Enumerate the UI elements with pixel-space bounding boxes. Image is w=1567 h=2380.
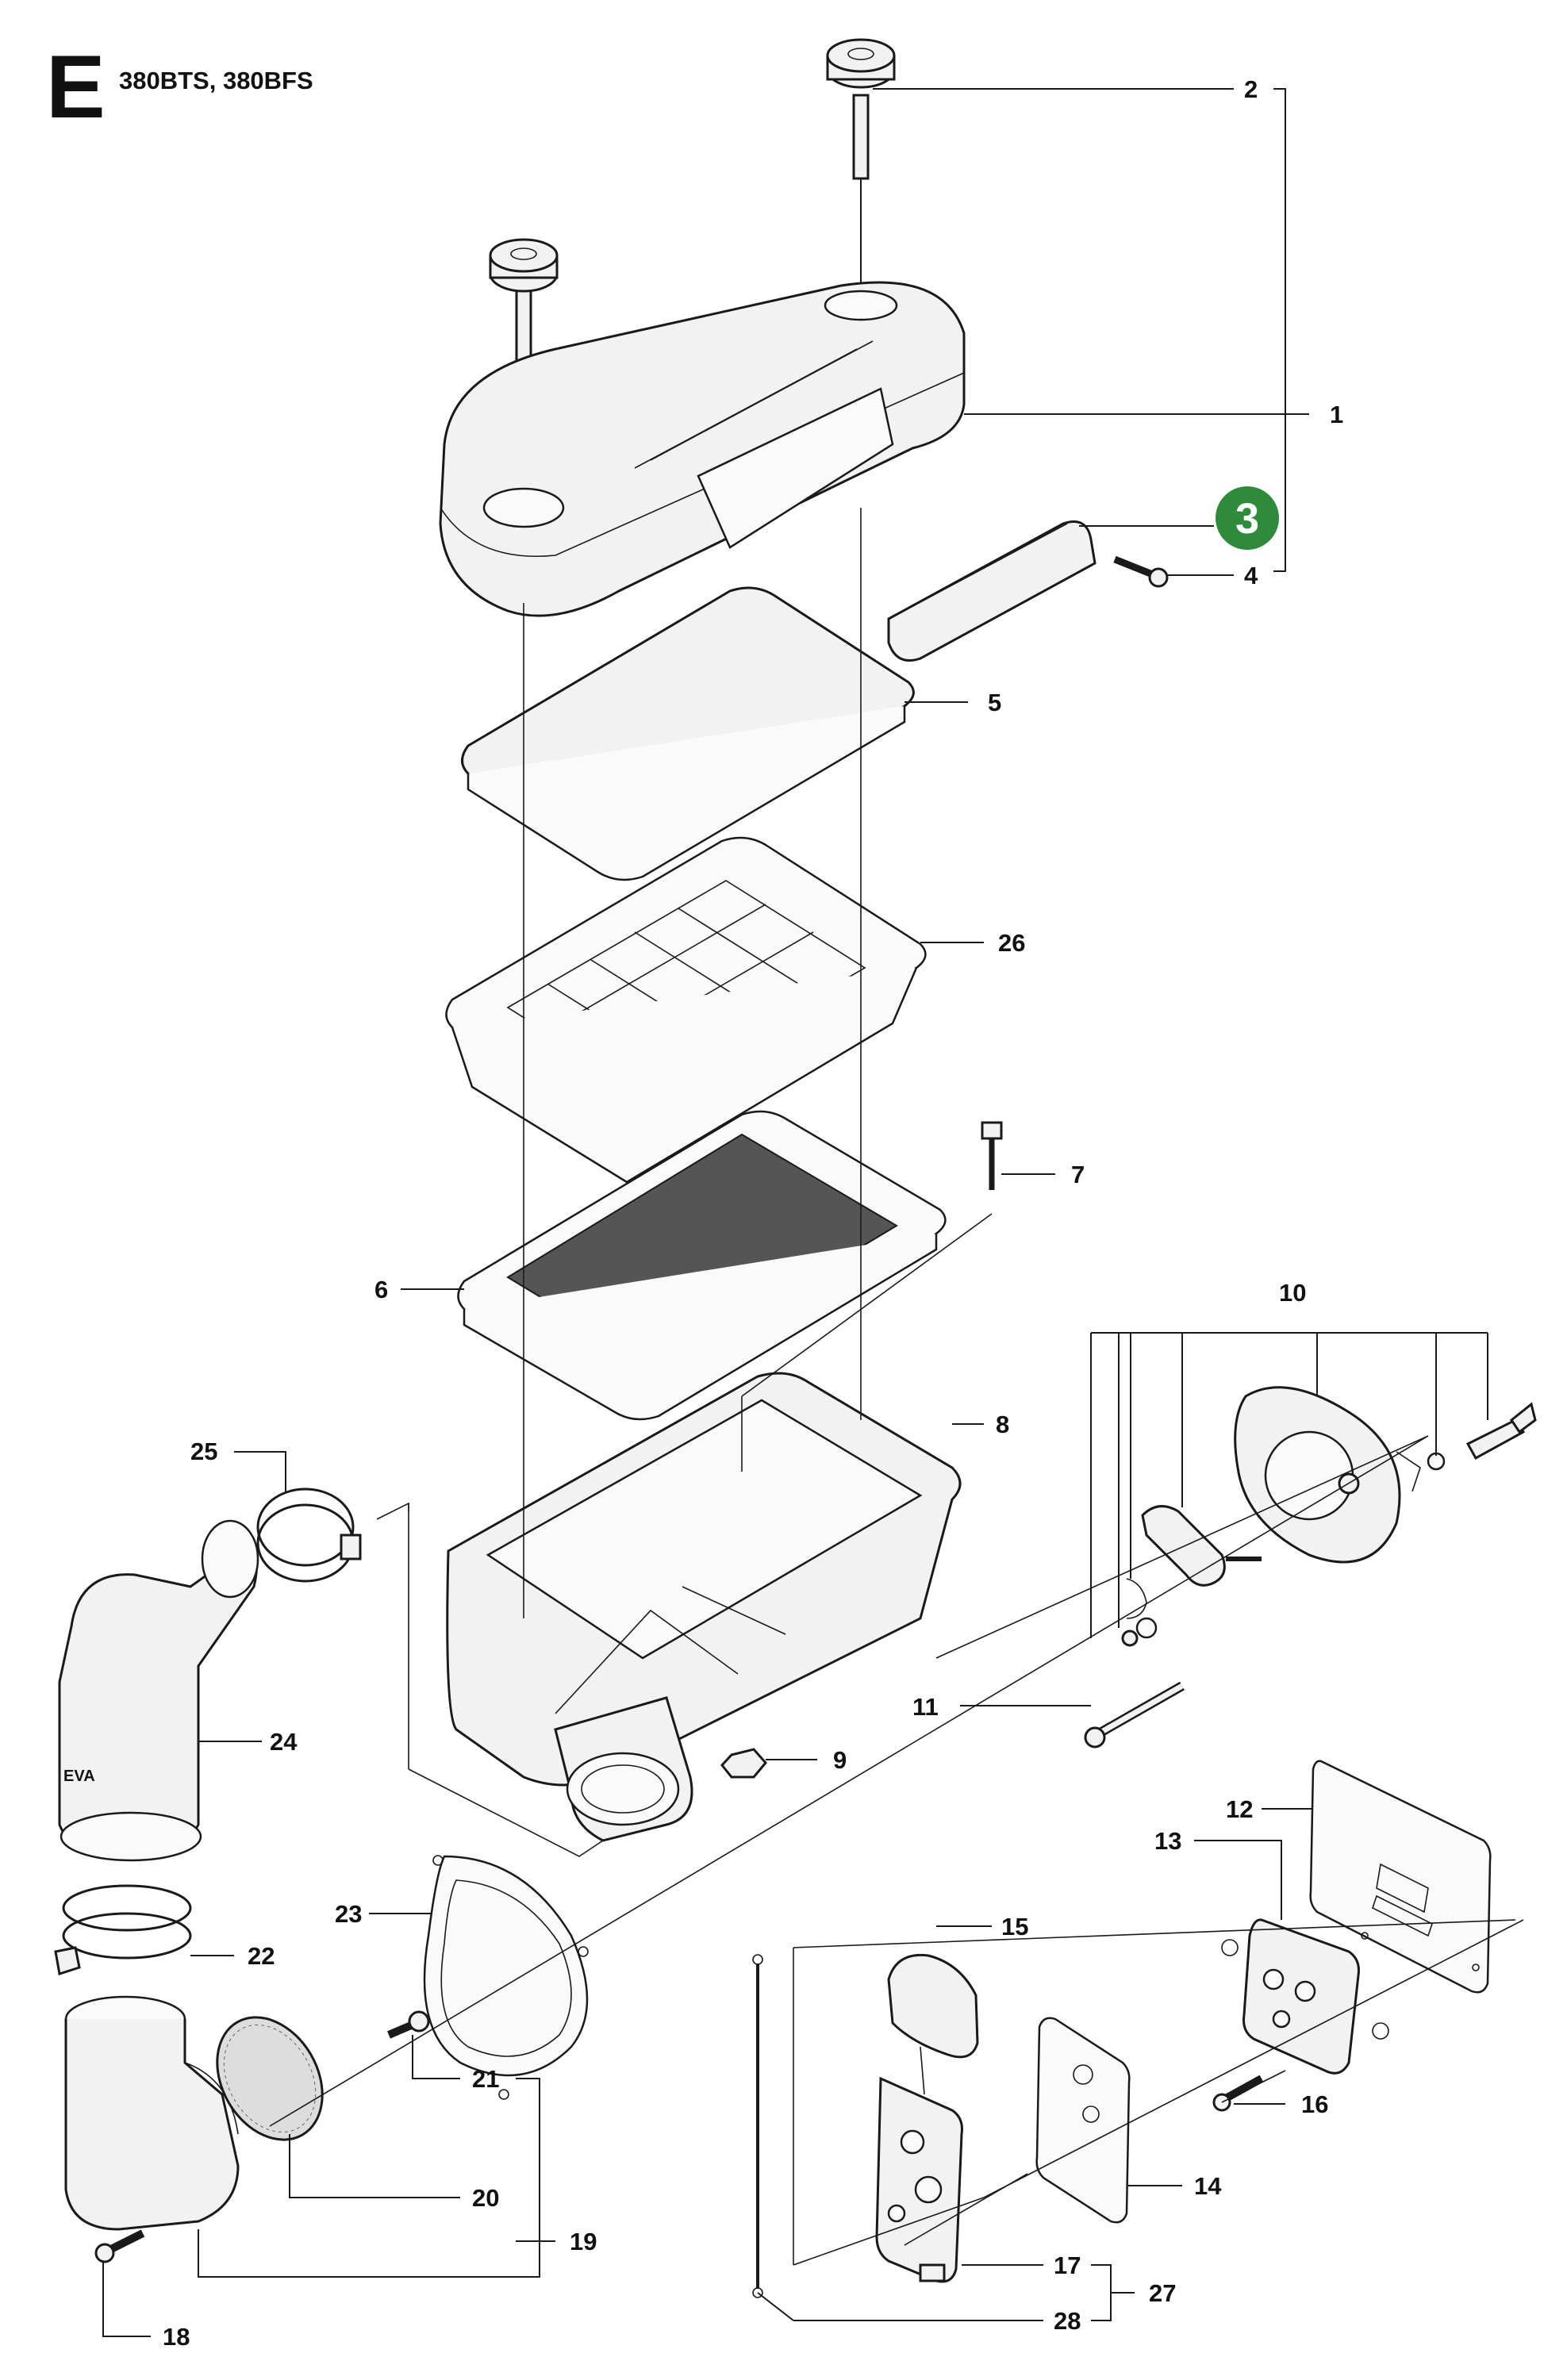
callout-23: 23 [335, 1900, 362, 1928]
model-title: 380BTS, 380BFS [119, 67, 313, 94]
screen-part-20 [216, 2016, 324, 2141]
callout-18: 18 [163, 2323, 190, 2351]
alignment-lines [269, 508, 1524, 2266]
cap-part-3 [887, 520, 1097, 662]
callout-25: 25 [190, 1438, 217, 1465]
callout-1: 1 [1330, 401, 1343, 428]
screw-part-7 [981, 1121, 1003, 1190]
callout-13: 13 [1154, 1827, 1181, 1855]
filter-base-part-8 [446, 1372, 962, 1842]
callout-21: 21 [472, 2065, 499, 2093]
callout-5: 5 [988, 689, 1001, 716]
callout-26: 26 [998, 929, 1025, 957]
callout-9: 9 [833, 1746, 847, 1774]
gasket-part-14 [1035, 2017, 1131, 2224]
prefilter-pad-part-5 [461, 586, 915, 881]
choke-assembly-part-10 [1121, 1386, 1537, 1647]
choke-rod-part-28 [752, 1954, 763, 2298]
callout-15: 15 [1001, 1913, 1028, 1940]
clamp-part-25 [256, 1488, 362, 1583]
callout-14: 14 [1194, 2172, 1222, 2200]
callout-19: 19 [570, 2228, 597, 2255]
carburetor-cap-part-15 [887, 1953, 979, 2059]
air-filter-cover-part-1 [439, 281, 966, 617]
callout-17: 17 [1054, 2251, 1081, 2279]
screw-part-21 [387, 2010, 430, 2039]
screw-part-18 [94, 2229, 145, 2263]
paper-filter-part-6 [457, 1110, 947, 1421]
leader-lines [102, 88, 1488, 2337]
nut-part-9 [720, 1748, 767, 1779]
gasket-part-23 [423, 1855, 589, 2100]
callout-8: 8 [996, 1411, 1009, 1438]
intake-elbow-part-24: EVA [58, 1519, 259, 1862]
gasket-plate-part-12 [1309, 1760, 1492, 1994]
callout-6: 6 [374, 1276, 388, 1303]
callout-10: 10 [1279, 1279, 1306, 1307]
clamp-part-22 [54, 1884, 192, 1975]
screw-part-4 [1113, 555, 1169, 588]
callout-2: 2 [1244, 75, 1258, 103]
callout-27: 27 [1149, 2279, 1176, 2307]
callout-3: 3 [1235, 495, 1259, 543]
callout-12: 12 [1226, 1795, 1253, 1823]
callout-24: 24 [270, 1728, 298, 1756]
section-letter: E [46, 37, 106, 136]
callout-3-highlight: 3 [1216, 486, 1279, 550]
callout-4: 4 [1244, 562, 1258, 589]
knob-part-2 [826, 38, 896, 301]
callout-11: 11 [912, 1693, 939, 1721]
callout-22: 22 [248, 1942, 275, 1970]
highlight-badge [1216, 486, 1279, 550]
screw-part-11 [1084, 1681, 1185, 1749]
lower-elbow-part-19 [64, 1995, 240, 2231]
carburetor-part-17 [875, 2076, 963, 2283]
filter-holder-part-26 [445, 836, 927, 1184]
callout-16: 16 [1301, 2090, 1328, 2118]
intake-flange-part-13 [1221, 1918, 1389, 2075]
elbow-logo-stamp: EVA [63, 1768, 95, 1785]
callout-20: 20 [472, 2184, 499, 2212]
callout-28: 28 [1054, 2307, 1081, 2335]
callout-7: 7 [1071, 1161, 1085, 1188]
screw-part-16 [1212, 2075, 1264, 2112]
